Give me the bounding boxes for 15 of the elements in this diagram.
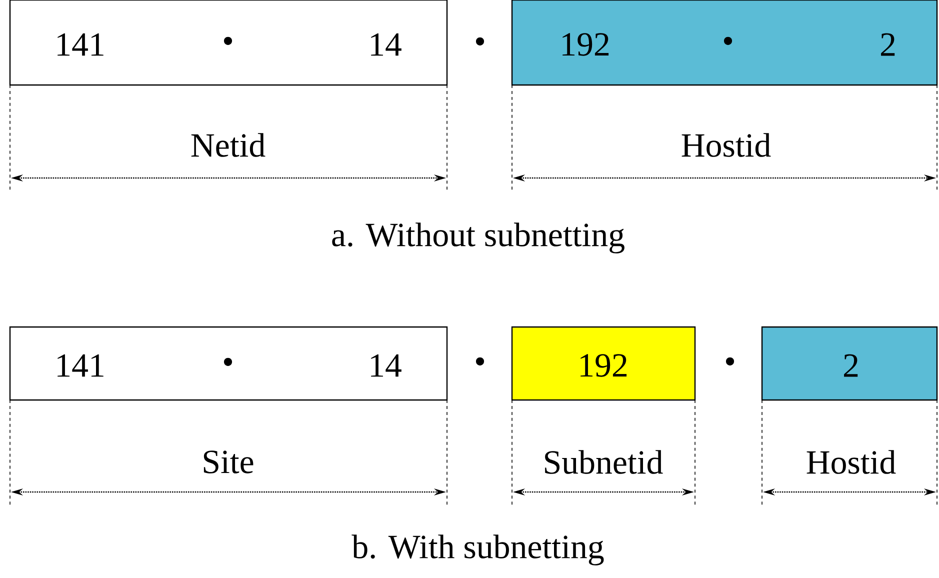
field-label: Netid [189, 132, 267, 158]
field-label: Site [200, 450, 256, 474]
caption: a. Without subnetting [330, 222, 626, 254]
caption: b. With subnetting [350, 534, 606, 566]
field-label: Hostid [680, 132, 772, 158]
separator-dot: • [473, 356, 487, 374]
separator-dot: • [723, 356, 737, 374]
field-label: Hostid [804, 449, 898, 475]
address-box: 2 [761, 326, 938, 401]
address-box: 192 [511, 326, 696, 401]
separator-dot: • [473, 36, 487, 54]
address-box: 192 • 2 [511, 0, 938, 86]
address-box: 141 • 14 [9, 0, 448, 86]
address-box: 141 • 14 [9, 326, 448, 401]
field-label: Subnetid [542, 449, 664, 475]
